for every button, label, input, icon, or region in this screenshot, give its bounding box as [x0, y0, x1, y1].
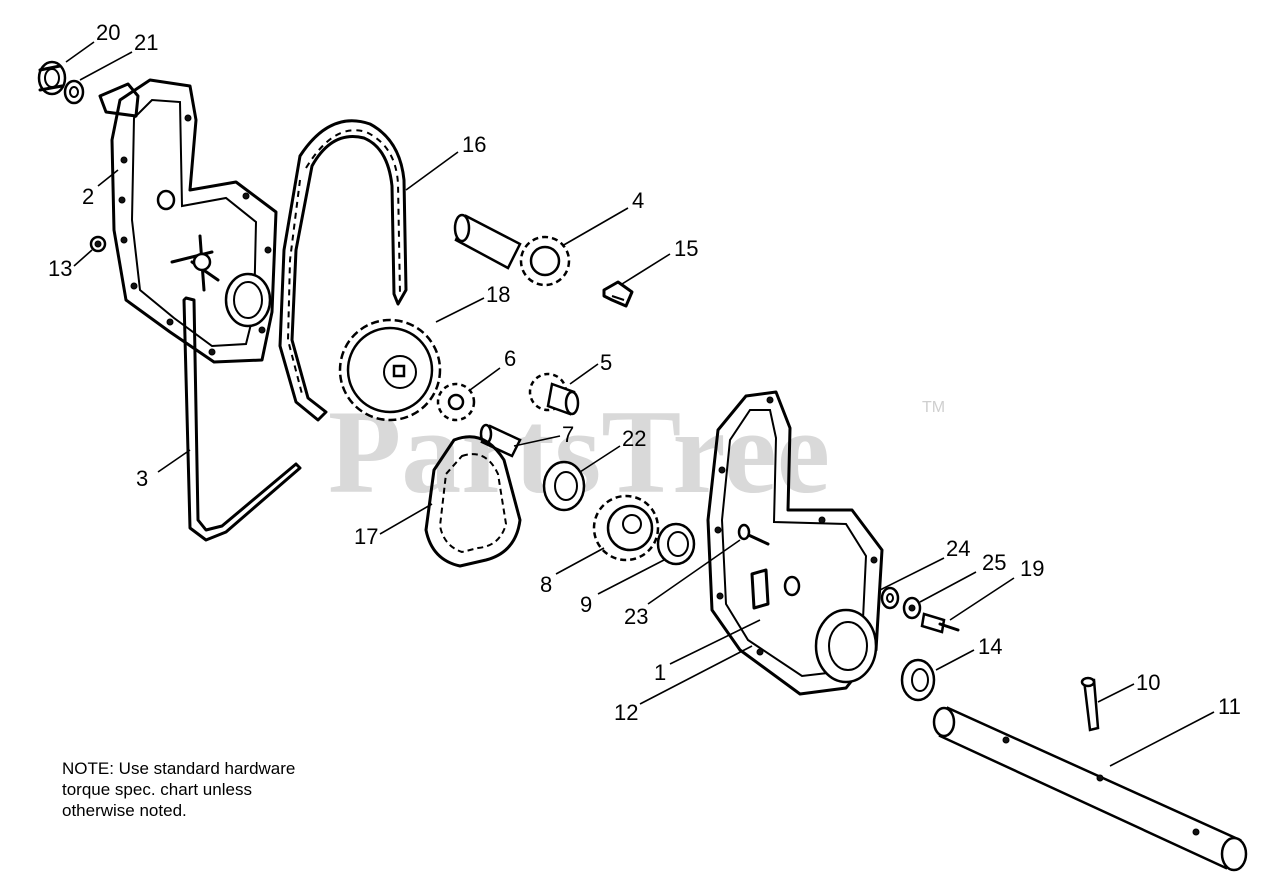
callout-17: 17	[354, 524, 378, 549]
part-4-shaft-sprocket	[453, 213, 571, 287]
callout-25: 25	[982, 550, 1006, 575]
part-10-pin	[1080, 676, 1100, 732]
part-1-right-housing	[706, 390, 884, 696]
callout-12: 12	[614, 700, 638, 725]
callout-9: 9	[580, 592, 592, 617]
callout-19: 19	[1020, 556, 1044, 581]
callout-10: 10	[1136, 670, 1160, 695]
part-20-bushing	[37, 60, 67, 96]
callout-21: 21	[134, 30, 158, 55]
part-24-washer	[880, 586, 900, 610]
part-14-seal	[900, 658, 936, 702]
part-9-washer	[656, 522, 696, 566]
part-3-wire-clip	[182, 296, 302, 542]
callout-7: 7	[562, 422, 574, 447]
callout-16: 16	[462, 132, 486, 157]
callout-20: 20	[96, 20, 120, 45]
callout-23: 23	[624, 604, 648, 629]
callout-2: 2	[82, 184, 94, 209]
callout-22: 22	[622, 426, 646, 451]
torque-note: NOTE: Use standard hardware torque spec.…	[62, 758, 382, 821]
callout-6: 6	[504, 346, 516, 371]
callout-11: 11	[1218, 694, 1241, 719]
note-line-2: torque spec. chart unless	[62, 780, 252, 799]
part-5-hub-sprocket	[528, 372, 580, 416]
part-17-short-chain	[424, 435, 522, 568]
callout-13: 13	[48, 256, 72, 281]
part-21-washer	[63, 79, 85, 105]
callout-24: 24	[946, 536, 970, 561]
part-19-bolt	[920, 612, 960, 634]
part-18-large-sprocket	[338, 318, 442, 422]
part-25-lock-washer	[902, 596, 922, 620]
callout-3: 3	[136, 466, 148, 491]
leader-lines	[65, 41, 1215, 767]
callout-15: 15	[674, 236, 698, 261]
callout-1: 1	[654, 660, 666, 685]
watermark-trademark: TM	[922, 399, 945, 416]
part-7-pin	[479, 423, 522, 458]
part-13-nut	[89, 235, 107, 253]
part-22-bearing	[542, 460, 586, 512]
part-2-left-housing	[98, 78, 278, 364]
callout-5: 5	[600, 350, 612, 375]
part-8-gear	[592, 494, 660, 562]
part-15-clip	[602, 280, 634, 308]
note-line-1: NOTE: Use standard hardware	[62, 759, 296, 778]
part-23-bolt	[737, 523, 770, 546]
callout-labels: 20 21 2 13 16 4 15 18 6 5 7 3 22 17 8 9 …	[48, 20, 1241, 725]
note-line-3: otherwise noted.	[62, 801, 187, 820]
callout-14: 14	[978, 634, 1002, 659]
part-11-axle-shaft	[932, 706, 1248, 872]
callout-8: 8	[540, 572, 552, 597]
callout-4: 4	[632, 188, 644, 213]
part-16-long-chain	[278, 119, 408, 422]
callout-18: 18	[486, 282, 510, 307]
part-6-small-sprocket	[436, 382, 476, 422]
